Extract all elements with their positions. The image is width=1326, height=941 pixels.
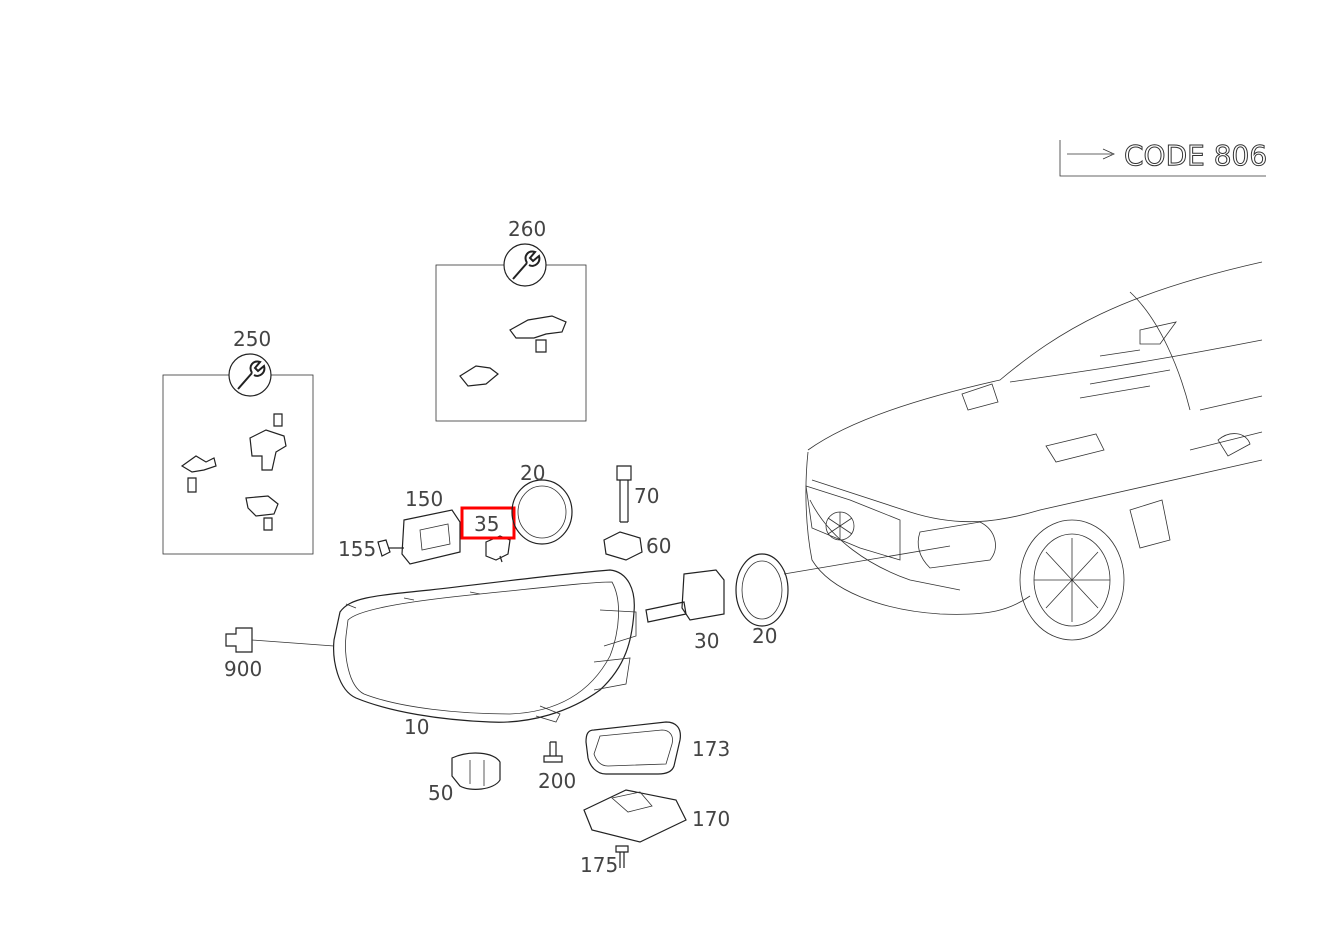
code-bracket xyxy=(1059,140,1266,177)
callout-900: 900 xyxy=(224,657,262,681)
kit-box-250 xyxy=(162,374,314,555)
part-155-screw[interactable]: 155 xyxy=(338,537,404,561)
kit-box-260 xyxy=(435,264,587,422)
arrow-right-icon xyxy=(1067,148,1115,160)
repair-kit-250[interactable]: 250 xyxy=(162,327,314,555)
repair-kit-260[interactable]: 260 xyxy=(435,217,587,422)
callout-250: 250 xyxy=(233,327,271,351)
code-indicator: CODE 806 xyxy=(1059,139,1268,177)
code-label: CODE 806 xyxy=(1124,139,1267,172)
callout-20-right: 20 xyxy=(752,624,777,648)
part-70-bolt[interactable]: 70 xyxy=(616,465,659,523)
callout-170: 170 xyxy=(692,807,730,831)
kit-250-parts xyxy=(180,413,287,531)
callout-30: 30 xyxy=(694,629,719,653)
kit-260-parts xyxy=(459,315,567,387)
part-900-connector[interactable]: 900 xyxy=(224,627,335,681)
callout-70: 70 xyxy=(634,484,659,508)
car-illustration xyxy=(783,261,1263,641)
wrench-icon xyxy=(503,243,547,287)
callout-155: 155 xyxy=(338,537,376,561)
part-20-seal-ring-top[interactable]: 20 xyxy=(511,461,573,545)
part-60-clip[interactable]: 60 xyxy=(603,531,671,561)
callout-200: 200 xyxy=(538,769,576,793)
part-35-bulb[interactable]: 35 xyxy=(460,506,516,563)
callout-35: 35 xyxy=(474,512,499,536)
part-50-bracket[interactable]: 50 xyxy=(428,752,501,805)
part-175-screw[interactable]: 175 xyxy=(580,845,629,877)
callout-20-top: 20 xyxy=(520,461,545,485)
callout-150: 150 xyxy=(405,487,443,511)
callout-10: 10 xyxy=(404,715,429,739)
callout-50: 50 xyxy=(428,781,453,805)
part-170-ballast[interactable]: 170 xyxy=(583,789,730,843)
callout-60: 60 xyxy=(646,534,671,558)
callout-175: 175 xyxy=(580,853,618,877)
part-200-screw[interactable]: 200 xyxy=(538,741,576,793)
callout-173: 173 xyxy=(692,737,730,761)
part-150-control-unit[interactable]: 150 xyxy=(401,487,461,565)
part-10-headlamp[interactable]: 10 xyxy=(333,569,637,739)
part-30-xenon-bulb[interactable]: 30 xyxy=(645,569,725,653)
part-173-gasket[interactable]: 173 xyxy=(585,721,730,775)
wrench-icon xyxy=(228,353,272,397)
callout-260: 260 xyxy=(508,217,546,241)
part-20-seal-ring-right[interactable]: 20 xyxy=(735,553,789,648)
